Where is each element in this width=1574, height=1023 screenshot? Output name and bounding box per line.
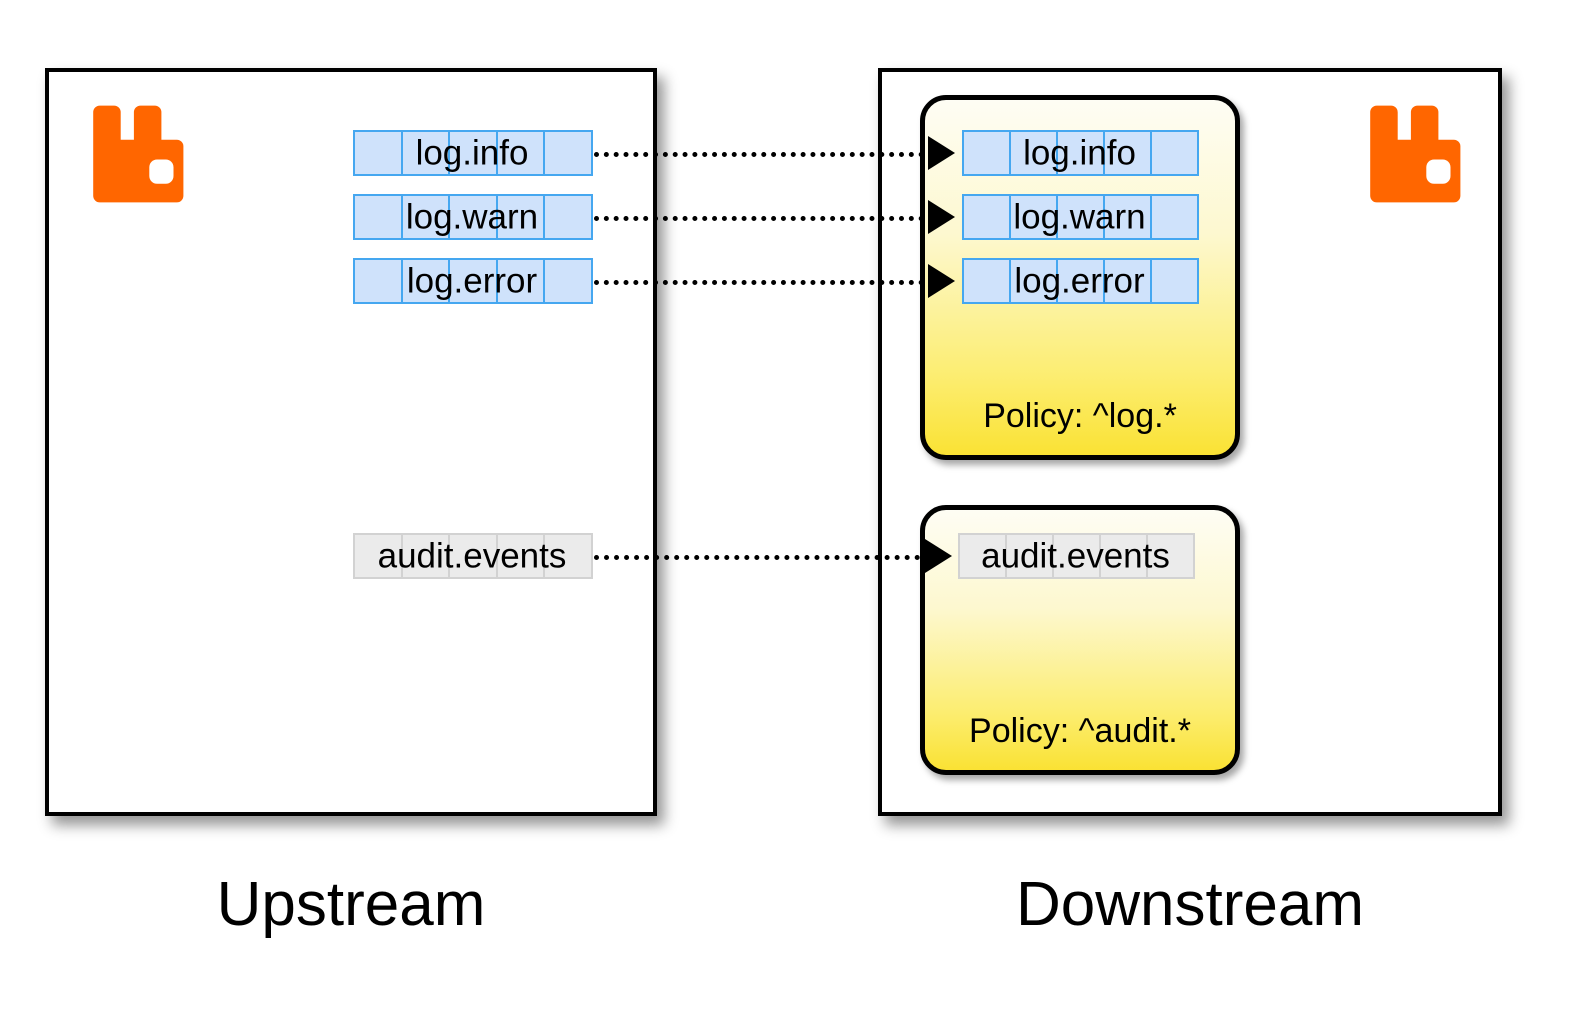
queue-cell	[1146, 533, 1195, 579]
queue-cell	[353, 258, 403, 304]
queue-cell	[495, 194, 546, 240]
queue-cell	[495, 258, 546, 304]
queue-cell	[1103, 130, 1152, 176]
link-log-info	[594, 152, 924, 157]
rabbitmq-logo-icon	[93, 105, 184, 203]
broker-upstream	[45, 68, 657, 816]
queue-cell	[1056, 258, 1105, 304]
queue-cell	[495, 130, 546, 176]
queue-cell	[353, 130, 403, 176]
queue-cell	[543, 194, 593, 240]
queue-downstream-log-error[interactable]: log.error	[962, 258, 1199, 304]
policy-label: Policy: ^log.*	[983, 397, 1177, 435]
queue-cell	[962, 194, 1011, 240]
arrow-icon	[928, 200, 955, 234]
queue-cell	[353, 194, 403, 240]
queue-cell	[1056, 130, 1105, 176]
queue-cell	[1052, 533, 1101, 579]
queue-upstream-audit-events[interactable]: audit.events	[353, 533, 593, 579]
arrow-icon	[925, 539, 952, 573]
queue-cell	[1009, 194, 1058, 240]
queue-cell	[962, 130, 1011, 176]
queue-cell	[962, 258, 1011, 304]
arrow-icon	[928, 136, 955, 170]
queue-cell	[1103, 194, 1152, 240]
queue-cell	[400, 533, 451, 579]
link-audit-events	[594, 555, 920, 560]
broker-upstream-caption: Upstream	[216, 870, 486, 939]
queue-downstream-audit-events[interactable]: audit.events	[958, 533, 1195, 579]
queue-upstream-log-warn[interactable]: log.warn	[353, 194, 593, 240]
queue-cell	[400, 130, 451, 176]
queue-cell	[448, 130, 498, 176]
policy-label: Policy: ^audit.*	[969, 712, 1191, 750]
queue-cell	[1005, 533, 1054, 579]
link-log-error	[594, 280, 924, 285]
queue-cell	[400, 258, 451, 304]
queue-cell	[543, 258, 593, 304]
rabbitmq-logo-icon	[1370, 105, 1461, 203]
queue-cell	[448, 533, 498, 579]
link-log-warn	[594, 216, 924, 221]
queue-cell	[1099, 533, 1148, 579]
queue-cell	[1103, 258, 1152, 304]
queue-upstream-log-error[interactable]: log.error	[353, 258, 593, 304]
queue-downstream-log-info[interactable]: log.info	[962, 130, 1199, 176]
queue-cell	[495, 533, 546, 579]
broker-downstream-caption: Downstream	[1016, 870, 1364, 939]
queue-cell	[1150, 194, 1199, 240]
queue-cell	[400, 194, 451, 240]
queue-cell	[448, 258, 498, 304]
queue-cell	[448, 194, 498, 240]
queue-cell	[543, 130, 593, 176]
queue-cell	[1056, 194, 1105, 240]
queue-cell	[353, 533, 403, 579]
queue-cell	[958, 533, 1007, 579]
queue-cell	[1009, 258, 1058, 304]
arrow-icon	[928, 264, 955, 298]
queue-cell	[1009, 130, 1058, 176]
queue-cell	[1150, 258, 1199, 304]
queue-downstream-log-warn[interactable]: log.warn	[962, 194, 1199, 240]
queue-cell	[543, 533, 593, 579]
queue-upstream-log-info[interactable]: log.info	[353, 130, 593, 176]
queue-cell	[1150, 130, 1199, 176]
